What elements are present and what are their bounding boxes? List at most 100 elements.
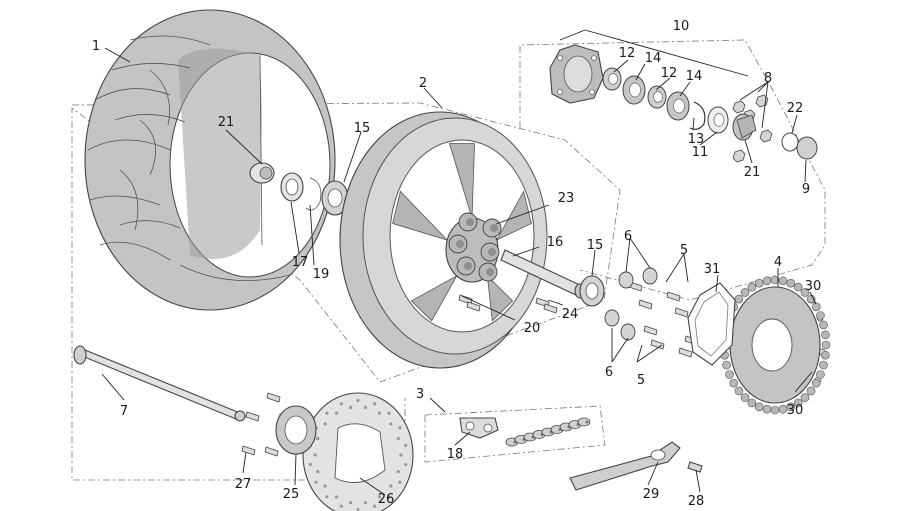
disc-hole <box>398 480 402 484</box>
callout-31: 31 <box>704 262 721 277</box>
sprocket-4 <box>719 275 831 415</box>
disc-hole <box>316 436 320 441</box>
callout-24: 24 <box>562 307 579 322</box>
disc-hole <box>314 480 318 484</box>
disc-hole <box>308 462 312 467</box>
sprocket-tooth <box>770 405 780 415</box>
callout-29: 29 <box>643 487 660 502</box>
sprocket-tooth <box>729 378 739 388</box>
bolt-20 <box>466 301 481 312</box>
hub-group-outline <box>519 39 826 301</box>
leader-line <box>591 249 596 277</box>
leader-line <box>655 77 671 91</box>
leader-line <box>804 159 807 183</box>
rim <box>339 111 548 369</box>
callout-4: 4 <box>774 255 782 270</box>
leader-line <box>636 344 643 363</box>
callout-6b: 6 <box>605 365 613 380</box>
callout-labels: 1234556678910111212131414151516171819202… <box>92 19 821 509</box>
leader-line <box>584 29 749 77</box>
leader-line <box>613 59 629 73</box>
callout-14a: 14 <box>645 51 662 66</box>
sprocket-tooth <box>793 282 803 292</box>
bush-6 <box>618 271 634 289</box>
washer-22 <box>781 132 799 152</box>
spoke <box>486 274 514 322</box>
sprocket-tooth <box>754 278 764 288</box>
brake-disc-26 <box>302 392 414 511</box>
disc-hole <box>363 405 368 409</box>
sprocket-tooth <box>819 320 828 330</box>
sprocket-tooth <box>762 404 772 414</box>
disc-hole <box>387 411 391 415</box>
disc-hole <box>377 411 382 415</box>
sprocket-tooth <box>806 386 816 396</box>
callout-23: 23 <box>558 191 575 206</box>
leader-line <box>611 337 629 363</box>
disc-hole <box>396 436 400 441</box>
callout-27: 27 <box>235 477 252 492</box>
leader-line <box>495 204 550 225</box>
callout-18: 18 <box>447 447 464 462</box>
leader-line <box>625 237 631 273</box>
leader-line <box>647 461 659 486</box>
callout-5b: 5 <box>637 373 645 388</box>
spacer-21-left <box>249 162 275 184</box>
leader-line <box>290 201 300 254</box>
chain-group-outline <box>424 405 606 463</box>
callout-13: 13 <box>688 132 705 147</box>
sprocket-tooth <box>800 288 810 297</box>
leader-line <box>683 253 689 283</box>
disc-hole <box>389 484 393 488</box>
leader-line <box>512 246 540 257</box>
leader-line <box>629 237 651 269</box>
chain-3 <box>505 417 591 447</box>
callout-30a: 30 <box>805 279 822 294</box>
bushing-12-bore <box>653 91 663 103</box>
bolt-27 <box>241 445 256 456</box>
nut-8 <box>732 100 746 114</box>
spoke <box>410 274 458 322</box>
spoke <box>448 143 475 219</box>
callout-5a: 5 <box>680 243 688 258</box>
leader-line <box>225 129 263 165</box>
disc-hole <box>334 495 339 499</box>
sprocket-tooth <box>734 386 744 396</box>
bush-6 <box>604 309 620 327</box>
tyre <box>84 9 336 311</box>
callout-26: 26 <box>378 492 395 507</box>
chain-pin <box>585 420 589 424</box>
disc-hole <box>323 422 327 426</box>
sprocket-tooth <box>786 402 796 412</box>
abs-ring-25 <box>275 405 317 455</box>
stud-5 <box>666 291 681 302</box>
leader-line <box>547 299 564 306</box>
bolt-27 <box>245 411 260 422</box>
leader-line <box>744 139 753 164</box>
leader-line <box>309 204 315 266</box>
disc-hole <box>387 495 391 499</box>
sprocket-carrier-10 <box>549 44 604 104</box>
sprocket-tooth <box>800 393 810 402</box>
callout-22: 22 <box>787 101 804 116</box>
sprocket-tooth <box>734 294 744 304</box>
bolt-27 <box>266 392 281 403</box>
callout-11: 11 <box>692 145 709 160</box>
leader-line <box>359 477 386 496</box>
bush-6 <box>642 267 658 285</box>
bearing-14-bore <box>629 82 641 98</box>
leader-line <box>429 397 446 413</box>
sprocket-tooth <box>747 282 757 292</box>
disc-hole <box>339 504 344 508</box>
callout-14b: 14 <box>686 69 703 84</box>
disc-hole <box>372 402 377 406</box>
disc-hole <box>398 426 402 430</box>
bush-6 <box>620 323 636 341</box>
callout-16: 16 <box>547 235 564 250</box>
bushing-12-bore <box>608 73 618 85</box>
ring-31 <box>687 282 736 366</box>
stud-5 <box>650 339 665 350</box>
sprocket-tooth <box>754 402 764 412</box>
bearing-14-bore <box>673 98 685 114</box>
callout-20: 20 <box>524 321 541 336</box>
